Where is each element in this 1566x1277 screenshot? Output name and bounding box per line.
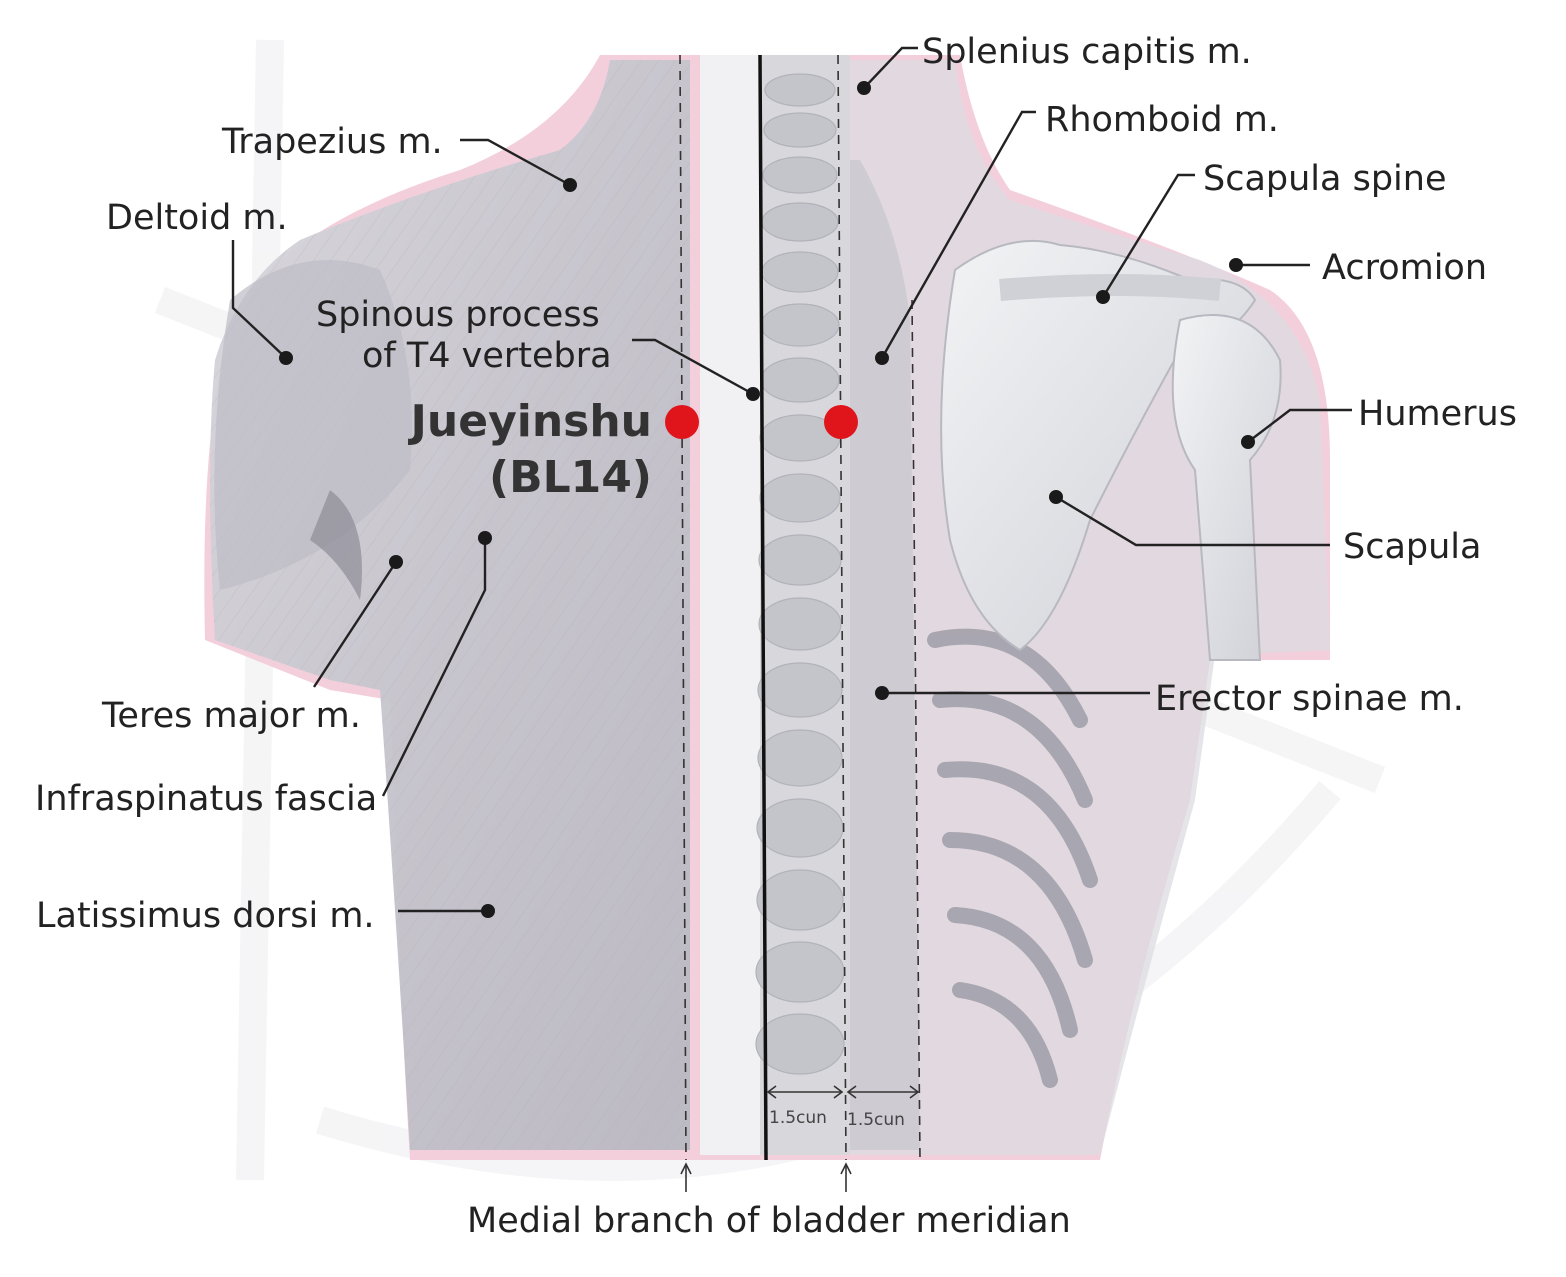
- label-splenius-capitis: Splenius capitis m.: [922, 32, 1252, 72]
- spine: [700, 55, 850, 1155]
- ribs: [927, 628, 1098, 1088]
- meridian-arrows: [680, 1162, 852, 1192]
- label-trapezius: Trapezius m.: [221, 122, 443, 162]
- left-muscles: [210, 60, 690, 1150]
- midline: [758, 54, 768, 1161]
- label-teres-major: Teres major m.: [101, 696, 361, 736]
- label-scapula-spine: Scapula spine: [1203, 159, 1447, 199]
- label-spinous-process-line1: Spinous process: [316, 295, 600, 335]
- label-rhomboid: Rhomboid m.: [1045, 100, 1279, 140]
- right-meridian-line: [837, 54, 847, 1161]
- measure-right-text: 1.5cun: [847, 1110, 905, 1130]
- acupoint-right: [824, 405, 858, 439]
- label-infraspinatus-fascia: Infraspinatus fascia: [35, 779, 377, 819]
- label-latissimus-dorsi: Latissimus dorsi m.: [36, 896, 375, 936]
- label-spinous-process-line2: of T4 vertebra: [362, 336, 612, 376]
- guide-lines: [679, 54, 921, 1161]
- acupoint-code: (BL14): [489, 452, 652, 503]
- label-scapula: Scapula: [1343, 527, 1481, 567]
- left-meridian-line: [679, 54, 687, 1161]
- measurement-arrows: [766, 1085, 920, 1099]
- label-acromion: Acromion: [1322, 248, 1487, 288]
- acupoint-name: Jueyinshu: [408, 396, 652, 447]
- measure-left-text: 1.5cun: [769, 1108, 827, 1128]
- label-humerus: Humerus: [1358, 394, 1517, 434]
- label-deltoid: Deltoid m.: [106, 198, 288, 238]
- leader-lines: [231, 46, 1352, 913]
- label-meridian: Medial branch of bladder meridian: [467, 1201, 1071, 1241]
- acupoint-left: [665, 405, 699, 439]
- scapula-bone: [940, 239, 1282, 661]
- label-erector-spinae: Erector spinae m.: [1155, 679, 1464, 719]
- leader-dots: [279, 81, 1255, 918]
